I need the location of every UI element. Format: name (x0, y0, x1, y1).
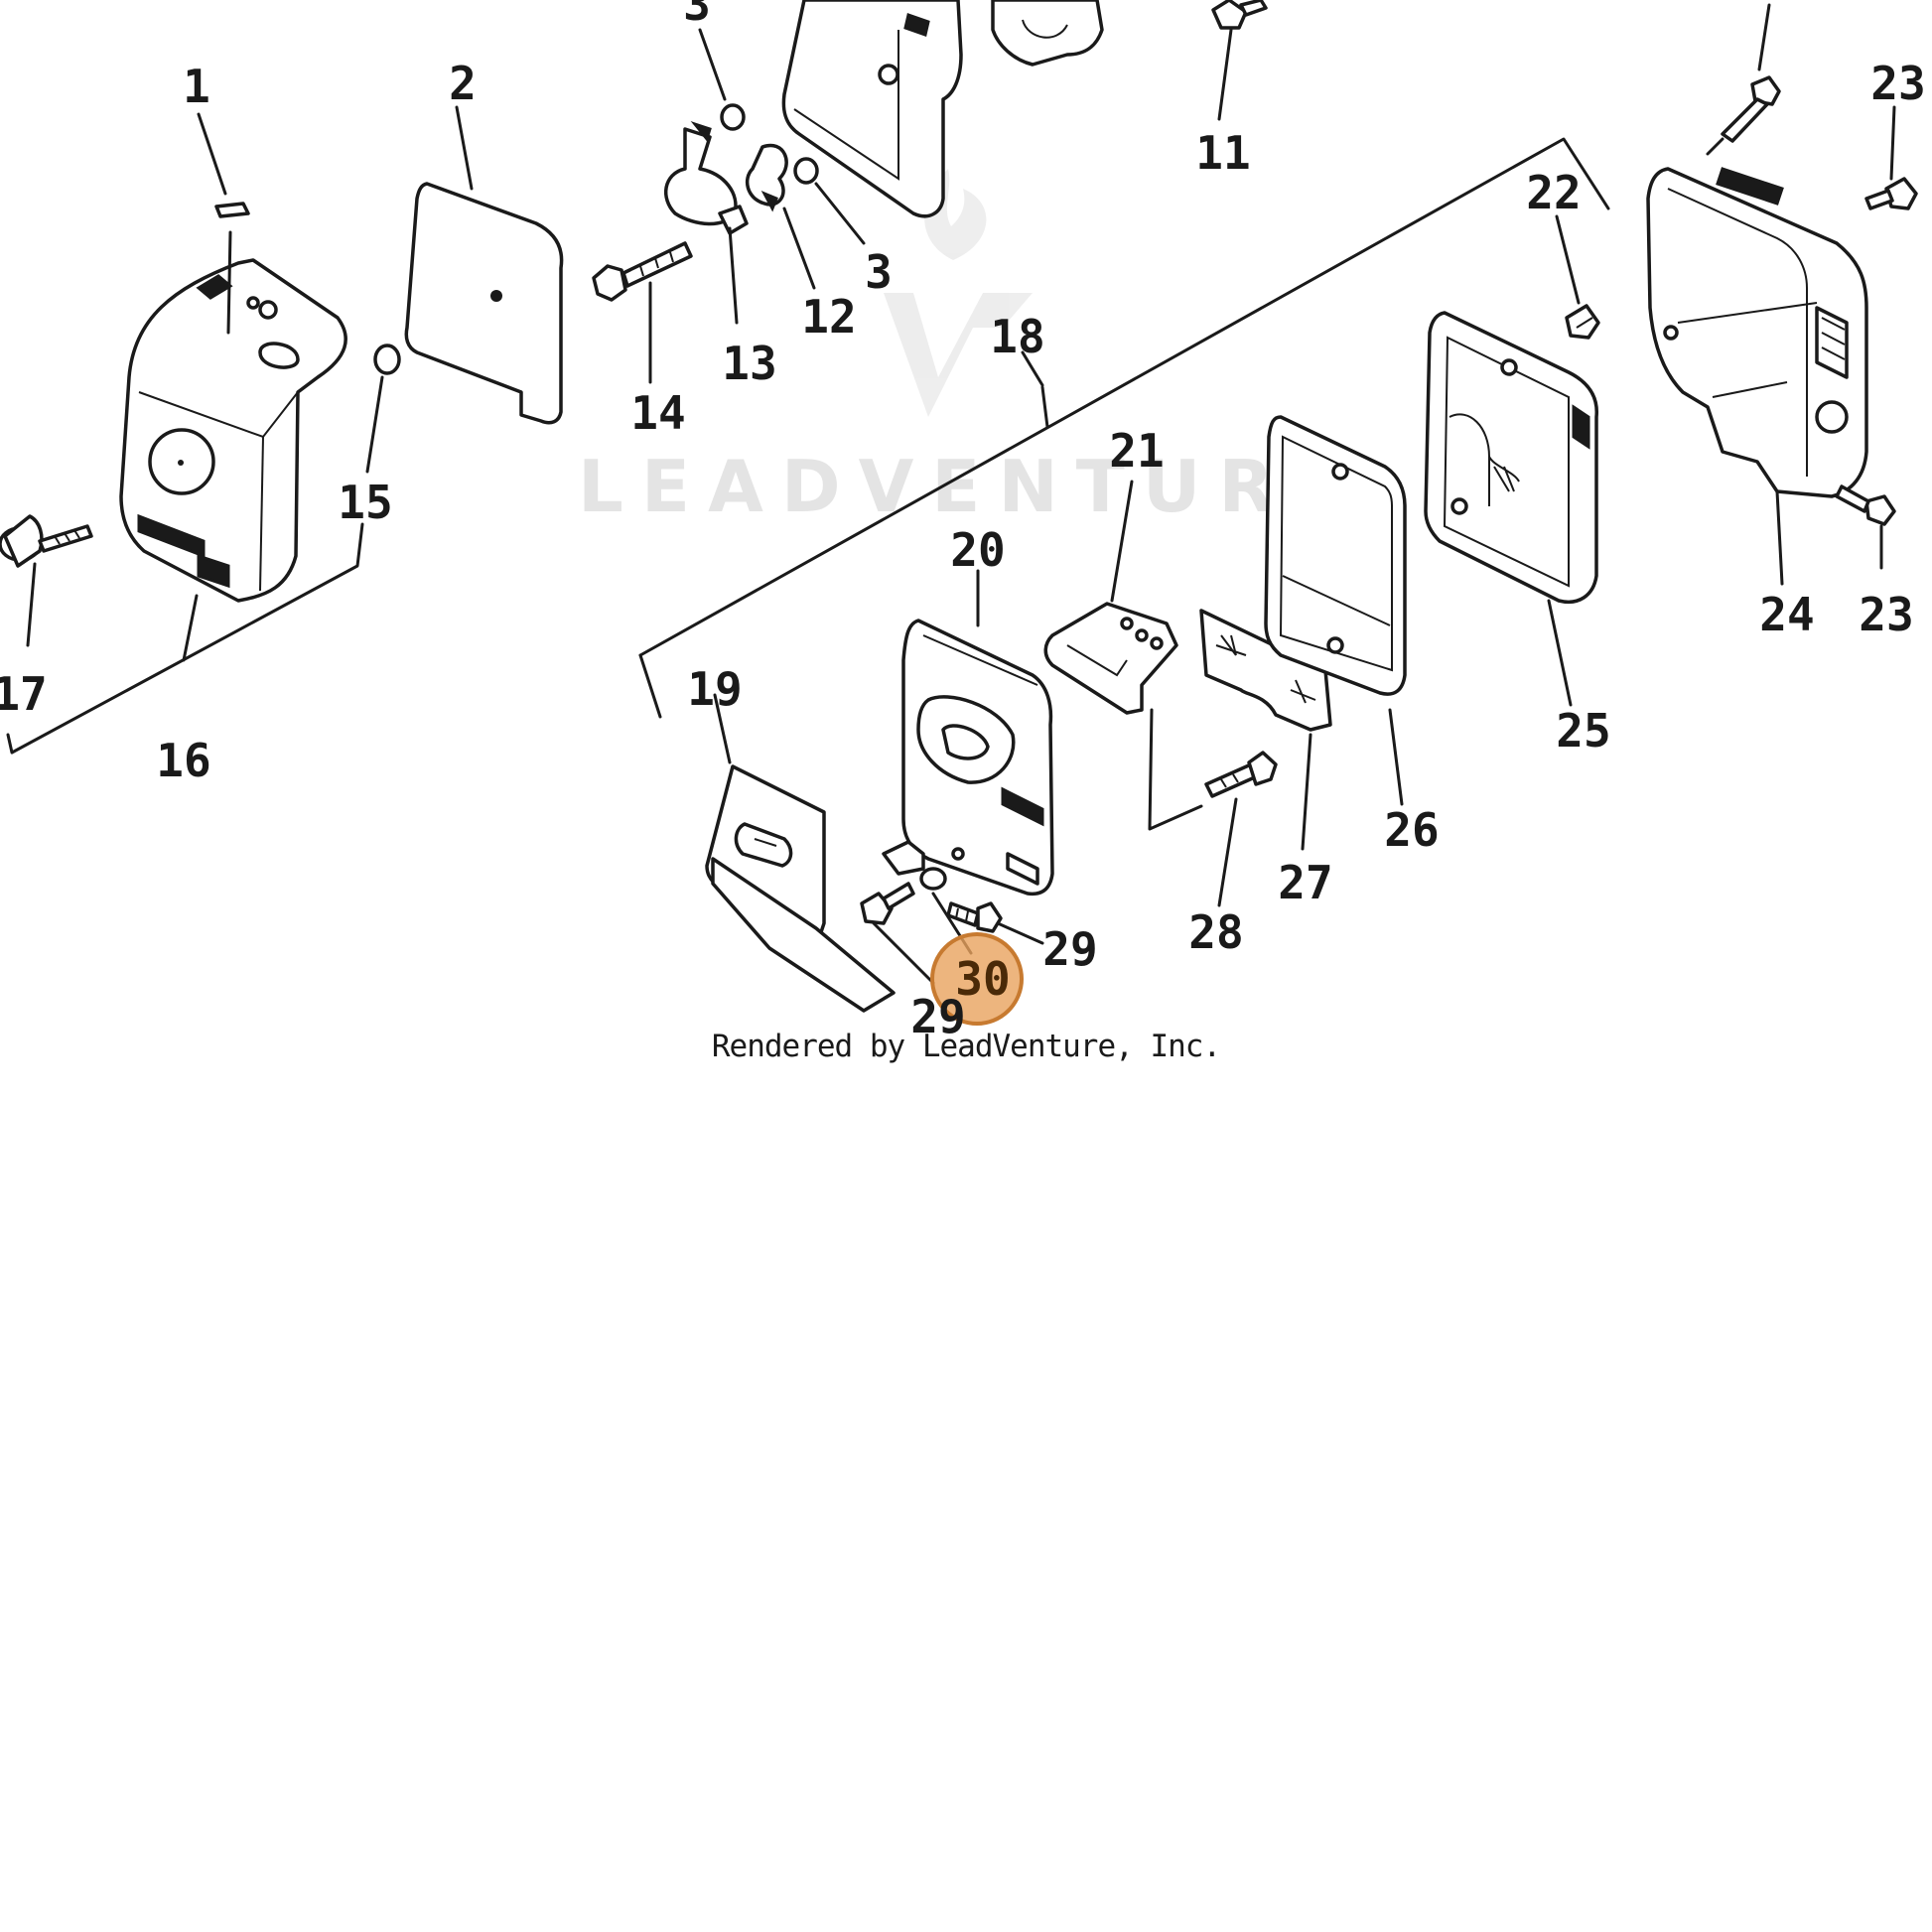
callout-26[interactable]: 26 (1384, 803, 1439, 857)
part-26-gasket[interactable] (1264, 415, 1407, 696)
callout-11[interactable]: 11 (1195, 126, 1250, 180)
part-30-nut[interactable] (882, 840, 947, 891)
callout-2[interactable]: 2 (449, 57, 477, 110)
part-19-shield[interactable] (705, 764, 896, 1013)
highlight-marker[interactable] (930, 932, 1024, 1026)
callout-20[interactable]: 20 (950, 523, 1005, 577)
callout-1[interactable]: 1 (183, 60, 210, 113)
callout-13[interactable]: 13 (722, 337, 776, 390)
part-1[interactable] (214, 202, 250, 218)
part-28-screw[interactable] (1204, 751, 1278, 798)
callout-29-left[interactable]: 29 (910, 990, 965, 1043)
callout-14[interactable]: 14 (630, 386, 685, 440)
callout-23-bottom[interactable]: 23 (1859, 588, 1913, 641)
part-23-screw-b[interactable] (1864, 177, 1918, 210)
part-27-screen[interactable] (1199, 609, 1332, 732)
callout-27[interactable]: 27 (1278, 856, 1332, 909)
callout-30[interactable]: 30 (955, 952, 1010, 1006)
part-21-flange[interactable] (1043, 602, 1178, 715)
callout-25[interactable]: 25 (1556, 704, 1610, 758)
part-13-bracket[interactable] (664, 120, 749, 235)
callout-17[interactable]: 17 (0, 667, 48, 721)
part-3-washer-b[interactable] (793, 157, 819, 185)
part-11-screw[interactable] (1211, 0, 1268, 30)
callout-24[interactable]: 24 (1759, 588, 1814, 641)
part-23-screw-a[interactable] (1721, 75, 1781, 143)
callout-15[interactable]: 15 (338, 476, 392, 529)
part-17-knob[interactable] (0, 514, 93, 568)
part-16-cover[interactable] (119, 258, 347, 603)
callout-12[interactable]: 12 (801, 290, 856, 344)
part-23-screw-c[interactable] (1835, 484, 1896, 526)
part-15[interactable] (373, 344, 401, 375)
callout-28[interactable]: 28 (1188, 905, 1243, 959)
callout-21[interactable]: 21 (1109, 424, 1164, 478)
callout-29-right[interactable]: 29 (1042, 922, 1097, 976)
part-22-screw[interactable] (1565, 304, 1600, 340)
part-25-cover[interactable] (1424, 311, 1598, 604)
callout-23-top[interactable]: 23 (1870, 57, 1925, 110)
part-carb-piece[interactable] (991, 0, 1104, 67)
callout-19[interactable]: 19 (687, 662, 742, 716)
callout-18[interactable]: 18 (990, 310, 1044, 363)
part-20-muffler[interactable] (901, 619, 1054, 897)
part-24-engine-cover[interactable] (1646, 167, 1868, 498)
part-housing-top[interactable] (781, 0, 963, 218)
callout-22[interactable]: 22 (1526, 166, 1581, 219)
watermark-text: LEADVENTURE (578, 445, 1358, 528)
part-12-gasket[interactable] (745, 143, 788, 212)
callout-3[interactable]: 3 (865, 245, 893, 299)
part-29-screw-a[interactable] (860, 882, 915, 925)
part-2-filter[interactable] (404, 182, 564, 425)
callout-16[interactable]: 16 (156, 734, 210, 787)
callout-3-top[interactable]: 3 (683, 0, 711, 31)
part-29-screw-b[interactable] (946, 901, 1003, 933)
render-credit: Rendered by LeadVenture, Inc. (711, 1029, 1221, 1064)
part-3-washer-a[interactable] (720, 103, 746, 131)
part-14-bolt[interactable] (592, 241, 693, 302)
